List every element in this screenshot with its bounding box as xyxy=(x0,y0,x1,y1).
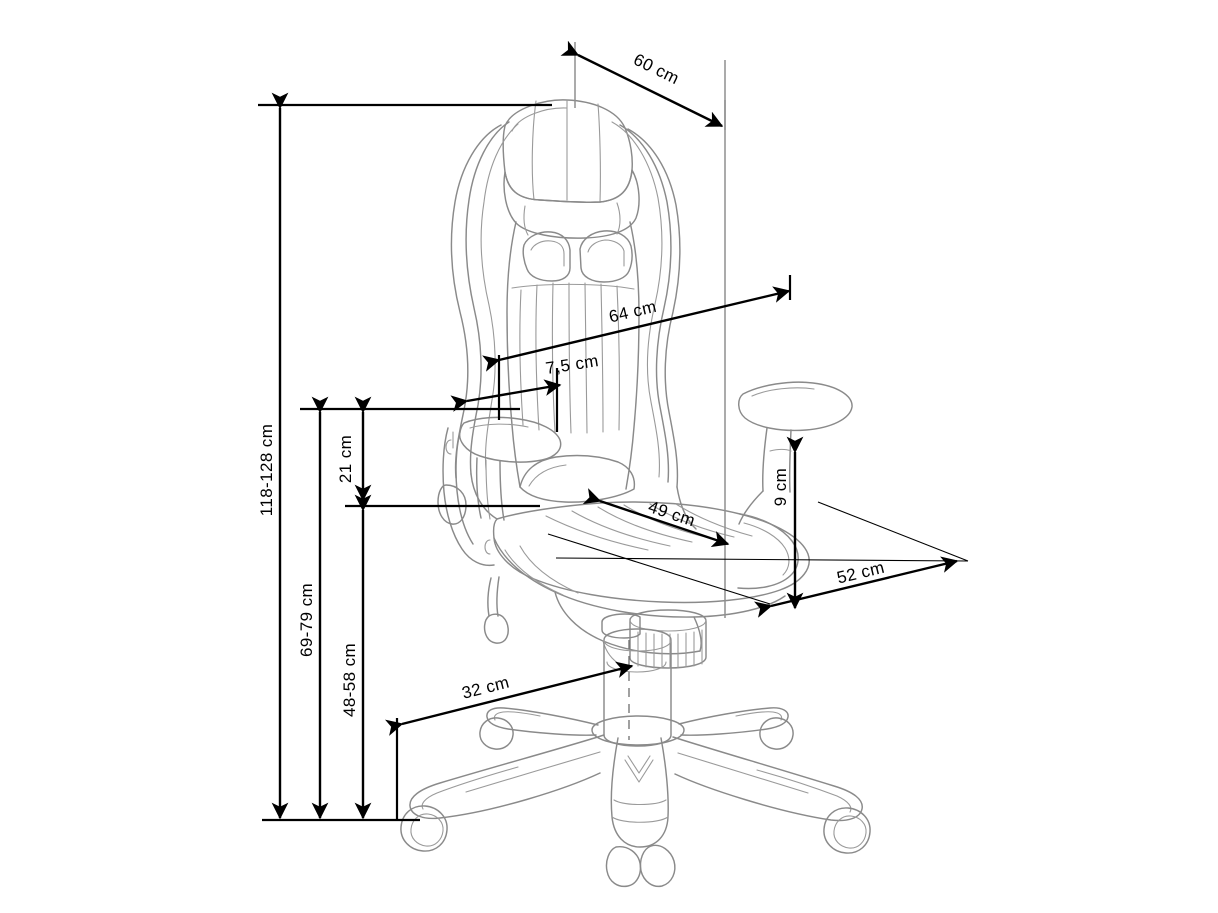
dimension-seat-height: 48-58 cm xyxy=(340,494,372,820)
dimension-seat-width: 49 cm xyxy=(582,488,730,548)
seat-group xyxy=(492,501,810,666)
label-armrest-height: 21 cm xyxy=(336,435,355,483)
label-total-height: 118-128 cm xyxy=(257,424,276,517)
dimension-armrest-height: 21 cm xyxy=(336,396,372,502)
chair-illustration xyxy=(400,99,871,888)
label-backrest-height: 64 cm xyxy=(607,297,658,327)
dimension-total-height: 118-128 cm xyxy=(257,92,289,820)
dimension-lumbar-offset: 7,5 cm xyxy=(450,351,600,412)
dimension-backrest-top-height: 69-79 cm xyxy=(297,396,329,820)
backrest-group xyxy=(450,121,697,530)
reference-lines xyxy=(258,42,969,822)
dimension-seat-depth: 52 cm xyxy=(754,556,959,618)
dimension-base-radius: 32 cm xyxy=(385,661,634,736)
seat-depth-guide-upper xyxy=(817,501,969,562)
dimension-chair-depth: 60 cm xyxy=(560,40,724,128)
armrest-right-group xyxy=(738,381,853,525)
gas-column-group xyxy=(601,609,707,747)
dimension-backrest-height: 64 cm xyxy=(482,286,791,372)
seat-depth-guide-lower xyxy=(555,557,969,562)
base-group xyxy=(400,707,871,888)
label-seat-height: 48-58 cm xyxy=(340,643,359,717)
headrest-group xyxy=(502,99,640,239)
label-backrest-top-height: 69-79 cm xyxy=(297,583,316,657)
armrest-left-group xyxy=(437,416,562,644)
label-seat-thickness: 9 cm xyxy=(771,468,790,506)
label-chair-depth: 60 cm xyxy=(631,50,683,88)
